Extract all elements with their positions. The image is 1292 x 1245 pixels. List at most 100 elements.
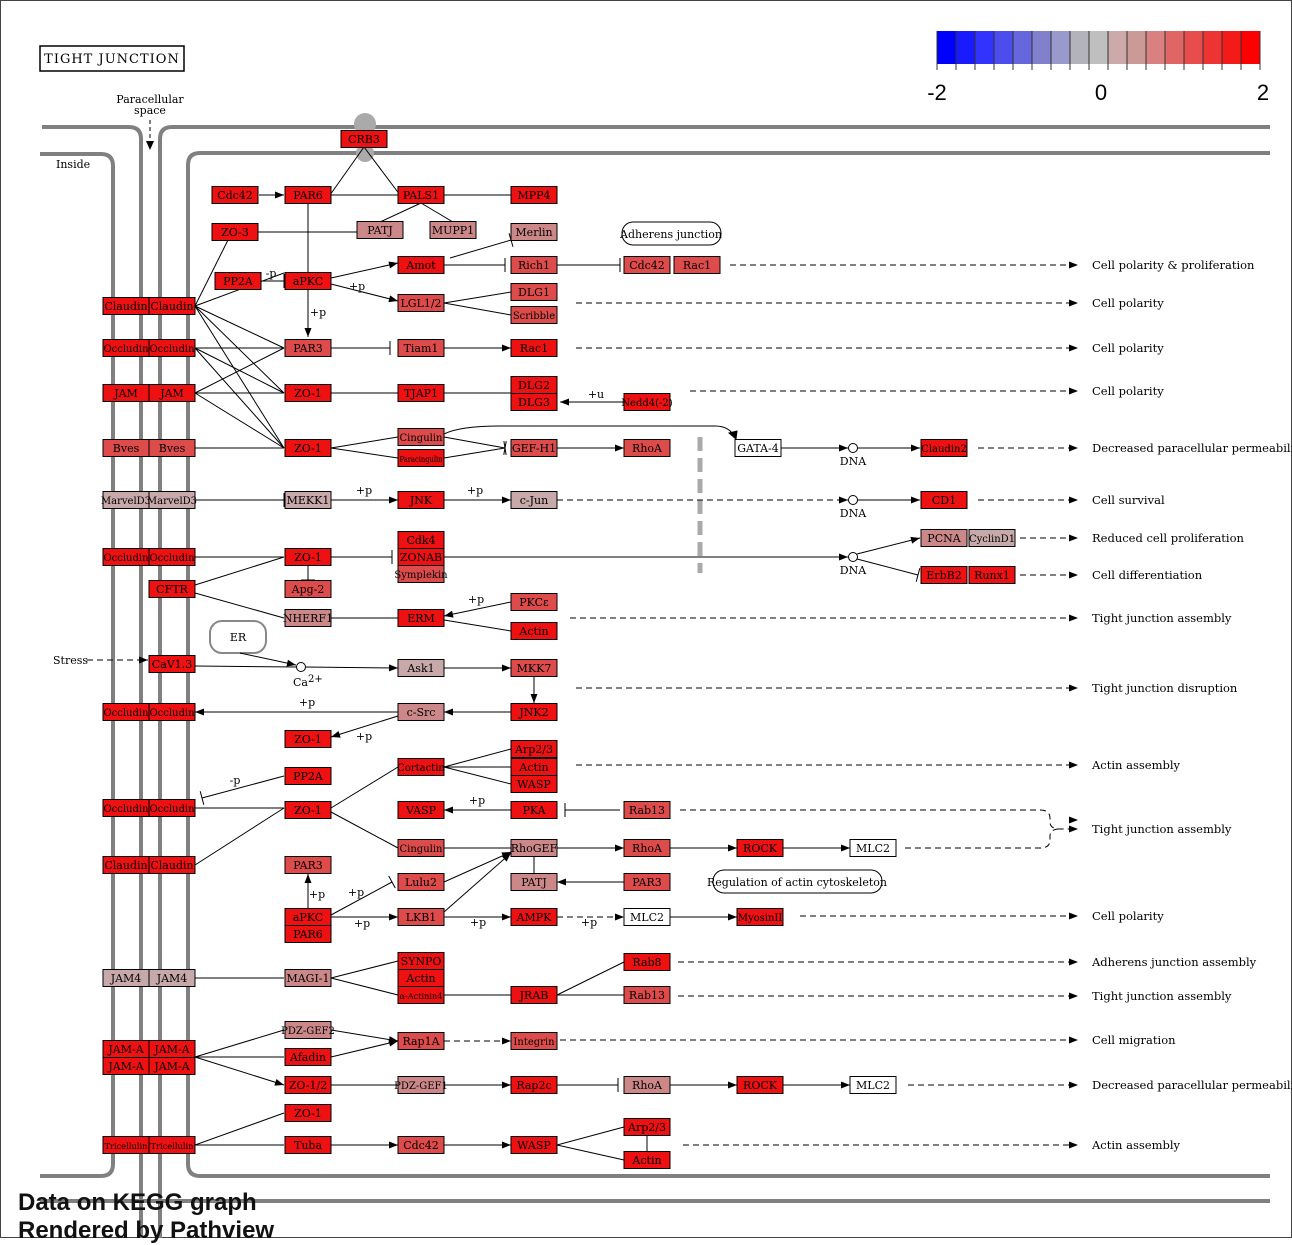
gene-node[interactable]: Claudin [102, 297, 150, 315]
gene-node[interactable]: Ask1 [397, 659, 445, 677]
gene-node[interactable]: MKK7 [510, 659, 558, 677]
gene-node[interactable]: Actin [510, 758, 558, 776]
gene-node[interactable]: Cdc42 [397, 1136, 445, 1154]
gene-node[interactable]: Runx1 [968, 566, 1016, 584]
gene-node[interactable]: JAM-A [148, 1040, 196, 1058]
gene-node[interactable]: DLG1 [510, 283, 558, 301]
gene-node[interactable]: Occludin [148, 339, 196, 357]
gene-node[interactable]: JAM-A [148, 1057, 196, 1075]
gene-node[interactable]: Occludin [148, 703, 196, 721]
gene-node[interactable]: Tuba [284, 1136, 332, 1154]
gene-node[interactable]: MUPP1 [429, 221, 477, 239]
gene-node[interactable]: Arp2/3 [623, 1118, 671, 1136]
gene-node[interactable]: Rap1A [397, 1032, 445, 1050]
gene-node[interactable]: aPKC [284, 908, 332, 926]
gene-node[interactable]: MarvelD3 [101, 491, 151, 509]
gene-node[interactable]: Cdc42 [211, 186, 259, 204]
gene-node[interactable]: GEF-H1 [510, 439, 558, 457]
gene-node[interactable]: PATJ [510, 873, 558, 891]
gene-node[interactable]: JAM [148, 384, 196, 402]
gene-node[interactable]: RhoA [623, 1076, 671, 1094]
gene-node[interactable]: LGL1/2 [397, 294, 445, 312]
gene-node[interactable]: PDZ-GEF2 [281, 1021, 335, 1039]
gene-node[interactable]: PKCε [510, 593, 558, 611]
gene-node[interactable]: PAR3 [623, 873, 671, 891]
gene-node[interactable]: PAR3 [284, 339, 332, 357]
gene-node[interactable]: Bves [148, 439, 196, 457]
gene-node[interactable]: Cingulin [397, 428, 445, 446]
gene-node[interactable]: JRAB [510, 986, 558, 1004]
gene-node[interactable]: ROCK [736, 1076, 784, 1094]
gene-node[interactable]: α-Actinin4 [397, 986, 445, 1004]
gene-node[interactable]: Rab8 [623, 953, 671, 971]
gene-node[interactable]: Cortactin [397, 758, 445, 776]
gene-node[interactable]: CaV1.3 [148, 655, 196, 673]
gene-node[interactable]: PP2A [214, 272, 262, 290]
gene-node[interactable]: TJAP1 [397, 384, 445, 402]
gene-node[interactable]: ZO-1 [284, 801, 332, 819]
gene-node[interactable]: ROCK [736, 839, 784, 857]
gene-node[interactable]: PKA [510, 801, 558, 819]
gene-node[interactable]: DLG2 [510, 376, 558, 394]
gene-node[interactable]: Amot [397, 256, 445, 274]
gene-node[interactable]: Actin [623, 1151, 671, 1169]
gene-node[interactable]: Rac1 [673, 256, 721, 274]
gene-node[interactable]: Rac1 [510, 339, 558, 357]
gene-node[interactable]: MLC2 [623, 908, 671, 926]
gene-node[interactable]: JNK [397, 491, 445, 509]
gene-node[interactable]: ErbB2 [920, 566, 968, 584]
gene-node[interactable]: Rap2c [510, 1076, 558, 1094]
gene-node[interactable]: Afadin [284, 1048, 332, 1066]
gene-node[interactable]: ZO-1/2 [284, 1076, 332, 1094]
gene-node[interactable]: VASP [397, 801, 445, 819]
gene-node[interactable]: Arp2/3 [510, 740, 558, 758]
gene-node[interactable]: PP2A [284, 767, 332, 785]
gene-node[interactable]: WASP [510, 1136, 558, 1154]
gene-node[interactable]: aPKC [284, 272, 332, 290]
gene-node[interactable]: Occludin [102, 548, 150, 566]
gene-node[interactable]: DLG3 [510, 393, 558, 411]
gene-node[interactable]: Integrin [510, 1032, 558, 1050]
gene-node[interactable]: c-Jun [510, 491, 558, 509]
gene-node[interactable]: MAGI-1 [284, 969, 332, 987]
gene-node[interactable]: Tricellulin [102, 1136, 150, 1154]
gene-node[interactable]: PDZ-GEF1 [394, 1076, 448, 1094]
gene-node[interactable]: PAR6 [284, 925, 332, 943]
gene-node[interactable]: MEKK1 [284, 491, 332, 509]
gene-node[interactable]: ZONAB [397, 548, 445, 566]
gene-node[interactable]: Actin [397, 969, 445, 987]
gene-node[interactable]: SYNPO [397, 952, 445, 970]
gene-node[interactable]: c-Src [397, 703, 445, 721]
gene-node[interactable]: JAM [102, 384, 150, 402]
gene-node[interactable]: Occludin [148, 799, 196, 817]
gene-node[interactable]: JNK2 [510, 703, 558, 721]
gene-node[interactable]: Paracingulin [397, 449, 445, 467]
gene-node[interactable]: Occludin [148, 548, 196, 566]
gene-node[interactable]: ZO-1 [284, 548, 332, 566]
gene-node[interactable]: Apg-2 [284, 580, 332, 598]
gene-node[interactable]: JAM-A [102, 1057, 150, 1075]
gene-node[interactable]: AMPK [510, 908, 558, 926]
gene-node[interactable]: ZO-1 [284, 439, 332, 457]
gene-node[interactable]: Merlin [510, 223, 558, 241]
gene-node[interactable]: Rich1 [510, 256, 558, 274]
gene-node[interactable]: JAM4 [102, 969, 150, 987]
gene-node[interactable]: WASP [510, 775, 558, 793]
gene-node[interactable]: MLC2 [849, 839, 897, 857]
gene-node[interactable]: CD1 [920, 491, 968, 509]
gene-node[interactable]: Rab13 [623, 986, 671, 1004]
gene-node[interactable]: RhoA [623, 839, 671, 857]
gene-node[interactable]: Cdk4 [397, 531, 445, 549]
gene-node[interactable]: RhoGEF [510, 839, 558, 857]
gene-node[interactable]: Symplekin [394, 565, 448, 583]
gene-node[interactable]: JAM-A [102, 1040, 150, 1058]
gene-node[interactable]: GATA-4 [734, 439, 782, 457]
gene-node[interactable]: MLC2 [849, 1076, 897, 1094]
gene-node[interactable]: Lulu2 [397, 873, 445, 891]
gene-node[interactable]: ZO-1 [284, 1104, 332, 1122]
gene-node[interactable]: CFTR [148, 580, 196, 598]
gene-node[interactable]: PAR3 [284, 856, 332, 874]
gene-node[interactable]: Tricellulin [148, 1136, 196, 1154]
gene-node[interactable]: Claudin [148, 856, 196, 874]
gene-node[interactable]: RhoA [623, 439, 671, 457]
